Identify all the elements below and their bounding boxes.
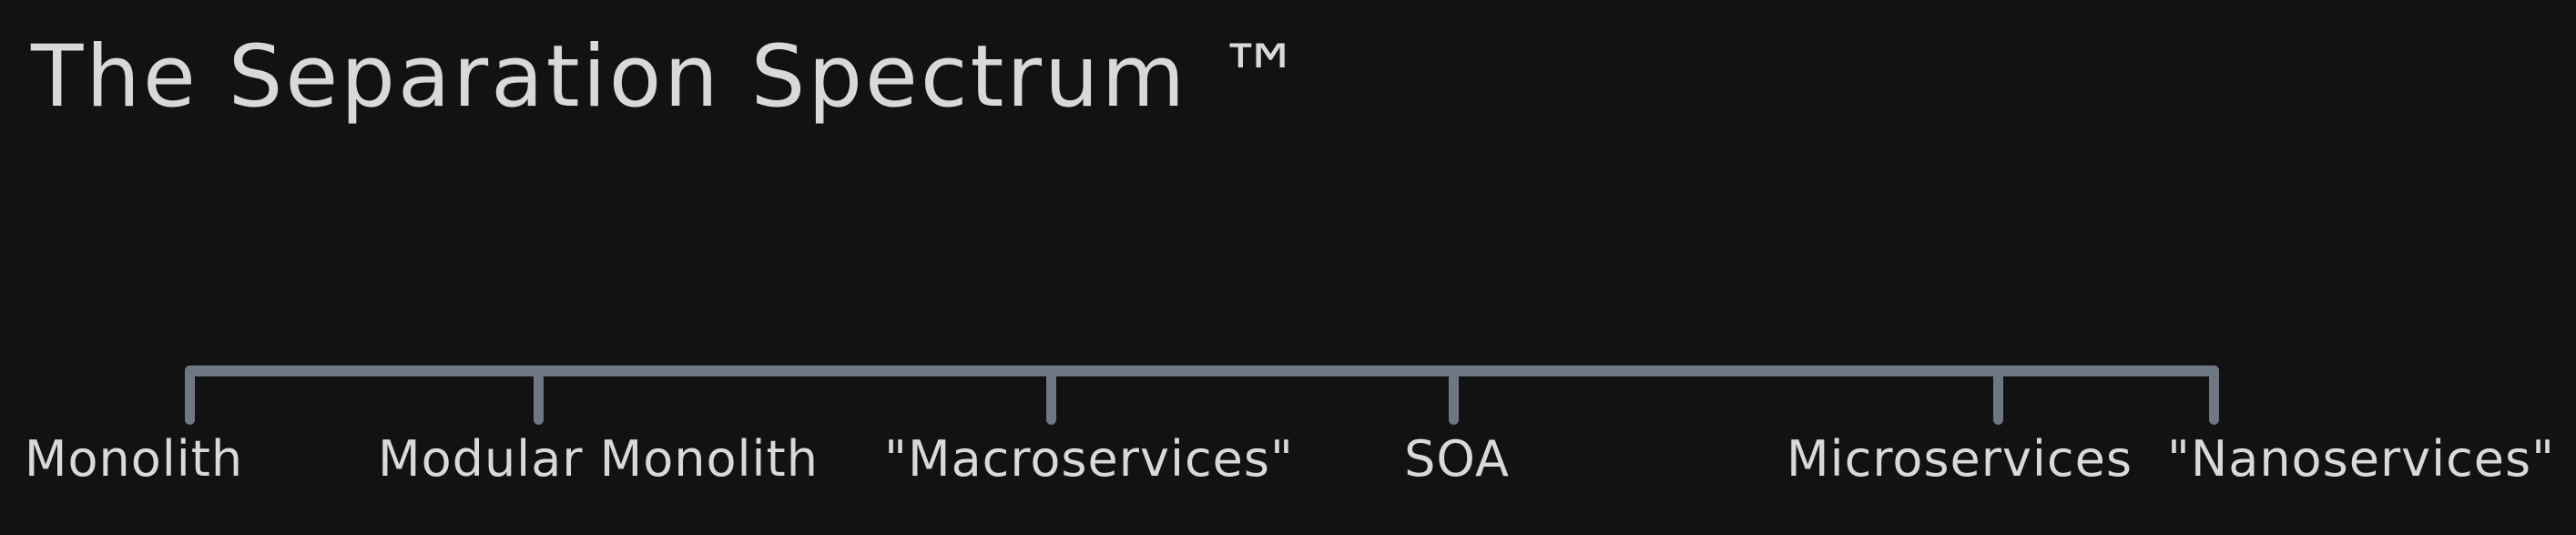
spectrum-label-nanoservices: "Nanoservices": [2167, 430, 2555, 488]
spectrum-label-soa: SOA: [1404, 430, 1510, 488]
spectrum-label-modular-monolith: Modular Monolith: [378, 430, 819, 488]
spectrum-tick-macroservices: [1046, 365, 1056, 425]
spectrum-endcap-left: [185, 365, 195, 425]
spectrum-axis-line: [185, 365, 2219, 376]
page-title: The Separation Spectrum ™: [31, 27, 1307, 127]
spectrum-tick-soa: [1449, 365, 1459, 425]
spectrum-endcap-right: [2209, 365, 2219, 425]
spectrum-label-monolith: Monolith: [24, 430, 244, 488]
spectrum-label-microservices: Microservices: [1787, 430, 2133, 488]
spectrum-label-macroservices: "Macroservices": [884, 430, 1294, 488]
spectrum-tick-modular-monolith: [534, 365, 544, 425]
spectrum-tick-microservices: [1993, 365, 2003, 425]
